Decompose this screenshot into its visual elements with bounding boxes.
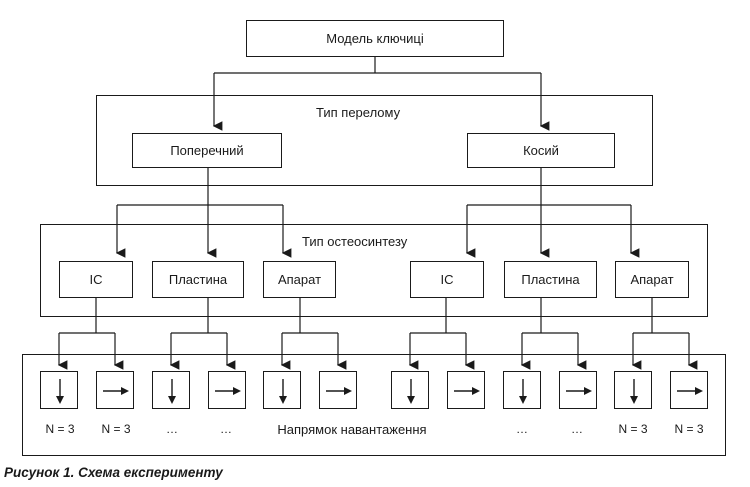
load-square-right [208,371,246,409]
load-square-right [319,371,357,409]
count-label: N = 3 [618,422,648,436]
oblique-label: Косий [523,143,559,158]
load-square-right [559,371,597,409]
method-label-4: ІС [440,272,454,287]
count-label: N = 3 [101,422,131,436]
transverse-label: Поперечний [170,143,244,158]
count-label: … [516,422,528,436]
load-square-down [40,371,78,409]
method-label-1: ІС [89,272,103,287]
fracture-type-frame [96,95,653,186]
load-square-right [447,371,485,409]
count-label: … [220,422,232,436]
method-label-3: Апарат [277,272,322,287]
load-square-down [614,371,652,409]
fracture-type-title: Тип перелому [316,105,401,120]
count-label: … [166,422,178,436]
method-box-4 [410,261,484,298]
method-box-6 [615,261,689,298]
count-label: … [571,422,583,436]
transverse-box [132,133,282,168]
method-box-3 [263,261,336,298]
load-square-right [670,371,708,409]
model-label: Модель ключиці [326,31,424,46]
method-label-6: Апарат [630,272,674,287]
osteosynthesis-frame [40,224,708,317]
method-box-5 [504,261,597,298]
figure-caption: Рисунок 1. Схема експерименту [4,465,223,480]
model-box [246,20,504,57]
oblique-box [467,133,615,168]
load-square-down [152,371,190,409]
method-box-1 [59,261,133,298]
method-box-2 [152,261,244,298]
count-label: N = 3 [45,422,75,436]
load-square-down [503,371,541,409]
count-label: N = 3 [674,422,704,436]
load-square-down [263,371,301,409]
load-direction-frame [22,354,726,456]
load-direction-title: Напрямок навантаження [277,422,427,437]
load-square-down [391,371,429,409]
method-label-2: Пластина [168,272,228,287]
load-square-right [96,371,134,409]
method-label-5: Пластина [521,272,580,287]
osteosynthesis-title: Тип остеосинтезу [300,234,410,249]
